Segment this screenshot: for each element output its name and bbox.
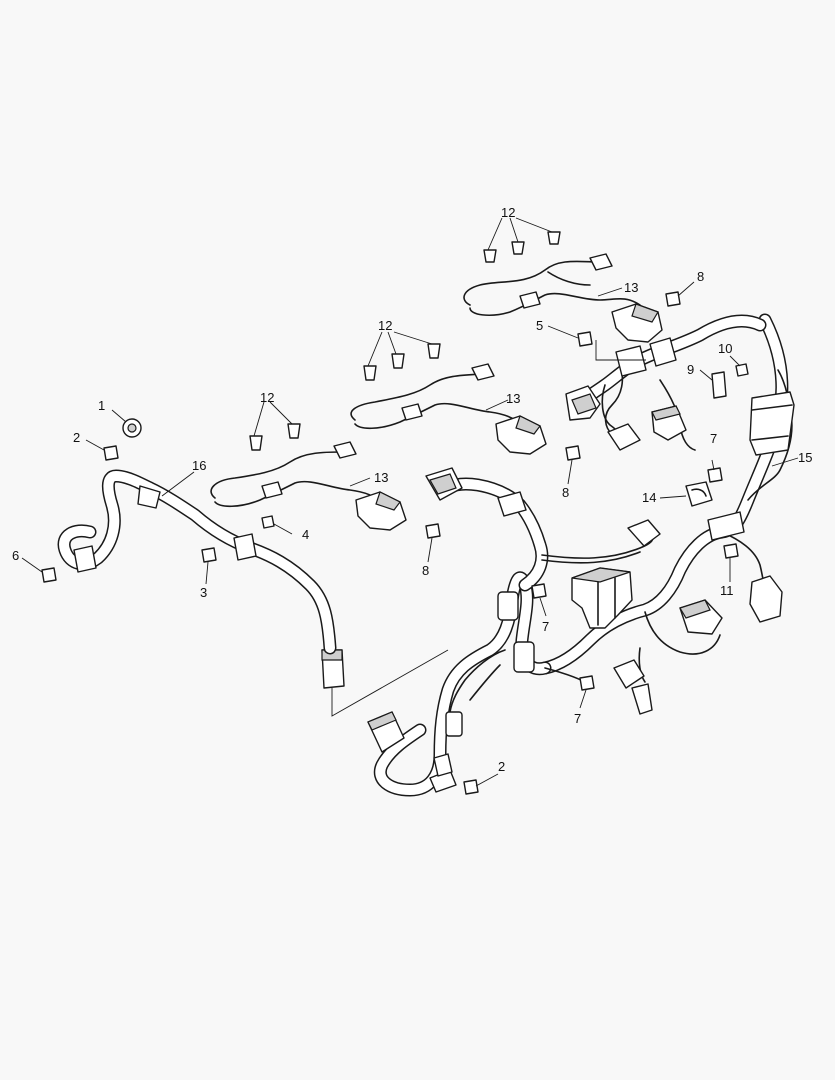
callout-8-middle: 8: [562, 485, 569, 500]
callout-labels: 1 2 6 3 4 5 8 8 8 9 10 11 12 12 12 13 13…: [12, 205, 812, 774]
bolt-7-middle: [531, 583, 547, 599]
leader-lines: [21, 217, 799, 787]
callout-7-lower: 7: [574, 711, 581, 726]
callout-11: 11: [720, 583, 734, 598]
callout-8-lower: 8: [422, 563, 429, 578]
bolt-2-upper: [103, 445, 119, 461]
callout-7-right: 7: [710, 431, 717, 446]
callout-16: 16: [192, 458, 206, 473]
callout-8-top: 8: [697, 269, 704, 284]
bolt-8-top: [665, 291, 681, 307]
callout-12-top: 12: [501, 205, 515, 220]
callout-15: 15: [798, 450, 812, 465]
bolt-7-right: [707, 467, 723, 483]
bolt-11: [723, 543, 739, 559]
bolt-3: [201, 547, 217, 563]
sub-harness-front: [210, 423, 407, 531]
callout-13-lower: 13: [374, 470, 388, 485]
callout-13-top: 13: [624, 280, 638, 295]
bolt-5: [577, 331, 593, 347]
callout-12-middle: 12: [378, 318, 392, 333]
sub-harness-rear: [463, 231, 663, 343]
callout-9: 9: [687, 362, 694, 377]
callout-2-lower: 2: [498, 759, 505, 774]
bolt-10: [735, 363, 749, 377]
callout-1: 1: [98, 398, 105, 413]
bolt-2-lower: [463, 779, 479, 795]
callout-7-middle: 7: [542, 619, 549, 634]
bolt-8-lower: [425, 523, 441, 539]
bolt-6: [41, 567, 57, 583]
bracket-9: [711, 371, 727, 399]
callout-6: 6: [12, 548, 19, 563]
clip-14: [685, 481, 713, 507]
callout-4: 4: [302, 527, 309, 542]
callout-2-upper: 2: [73, 430, 80, 445]
harness-16: [57, 469, 337, 655]
fasteners: [41, 291, 749, 795]
part-1-grommet: [122, 418, 142, 438]
callout-12-lower: 12: [260, 390, 274, 405]
callout-10: 10: [718, 341, 732, 356]
callout-3: 3: [200, 585, 207, 600]
nut-4: [261, 515, 275, 529]
callout-13-middle: 13: [506, 391, 520, 406]
main-engine-harness: [321, 313, 795, 797]
sub-harness-middle: [350, 343, 547, 455]
bolt-8-middle: [565, 445, 581, 461]
callout-5: 5: [536, 318, 543, 333]
callout-14: 14: [642, 490, 656, 505]
bolt-7-lower: [579, 675, 595, 691]
